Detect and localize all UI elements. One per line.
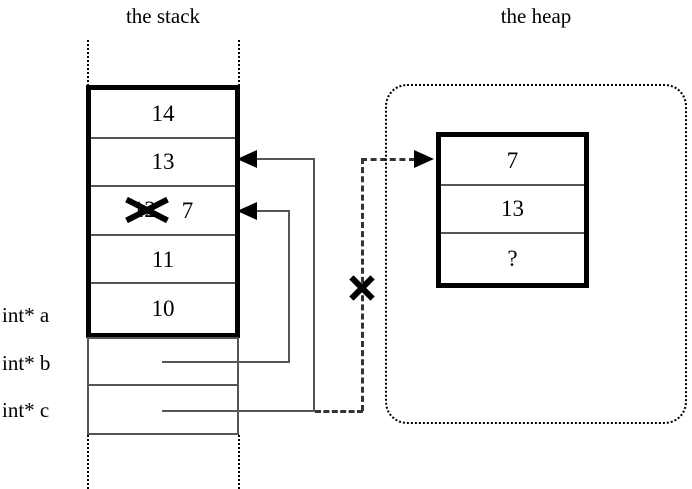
- stack-cell-1-value: 13: [151, 149, 175, 175]
- stack-array: 14 13 12 7 11 10: [86, 85, 240, 338]
- pointer-c-arrowhead: [237, 150, 257, 168]
- pointer-c-segment-horizontal-start: [162, 410, 315, 412]
- dangling-pointer-arrowhead: [414, 150, 434, 168]
- stack-cell-1: 13: [91, 139, 235, 188]
- stack-cell-0-value: 14: [151, 100, 175, 126]
- variable-label-c: int* c: [2, 398, 50, 422]
- pointer-c-segment-vertical: [313, 159, 315, 411]
- stack-boundary-guide-left-bottom: [87, 435, 89, 489]
- pointer-b-segment-horizontal-end: [254, 210, 290, 212]
- heap-cell-0: 7: [441, 137, 584, 186]
- stack-cell-2-replacement-value: 7: [181, 197, 194, 223]
- stack-cell-0: 14: [91, 90, 235, 139]
- stack-cell-4: 10: [91, 284, 235, 333]
- heap-region: [385, 84, 687, 424]
- x-mark-icon-dangling-pointer: [347, 273, 377, 303]
- pointer-b-segment-vertical: [288, 211, 290, 363]
- stack-boundary-guide-left-top: [87, 40, 89, 86]
- heap-cell-2-value: ?: [507, 245, 518, 271]
- stack-variable-slot-b: [89, 339, 237, 386]
- stack-cell-2-struck-value-wrap: 12: [124, 197, 169, 224]
- pointer-b-segment-horizontal-start: [162, 361, 290, 363]
- heap-cell-0-value: 7: [506, 147, 519, 173]
- stack-title: the stack: [125, 4, 201, 28]
- stack-boundary-guide-right-bottom: [238, 435, 240, 489]
- variable-label-a: int* a: [2, 303, 50, 327]
- stack-cell-3: 11: [91, 236, 235, 285]
- variable-label-b: int* b: [2, 351, 51, 375]
- stack-cell-2-value: 12: [132, 197, 156, 223]
- heap-title: the heap: [500, 4, 572, 28]
- stack-cell-3-value: 11: [151, 246, 175, 272]
- dangling-pointer-segment-horizontal-start: [315, 410, 363, 413]
- stack-variable-slots: [87, 337, 239, 435]
- pointer-c-segment-horizontal-end: [254, 158, 315, 160]
- heap-block: 7 13 ?: [436, 132, 589, 288]
- dangling-pointer-segment-horizontal-end: [361, 158, 415, 161]
- stack-boundary-guide-right-top: [238, 40, 240, 86]
- stack-cell-4-value: 10: [151, 296, 175, 322]
- heap-cell-1: 13: [441, 186, 584, 235]
- stack-cell-2: 12 7: [91, 187, 235, 236]
- heap-cell-2: ?: [441, 234, 584, 283]
- heap-cell-1-value: 13: [501, 196, 524, 222]
- pointer-b-arrowhead: [237, 202, 257, 220]
